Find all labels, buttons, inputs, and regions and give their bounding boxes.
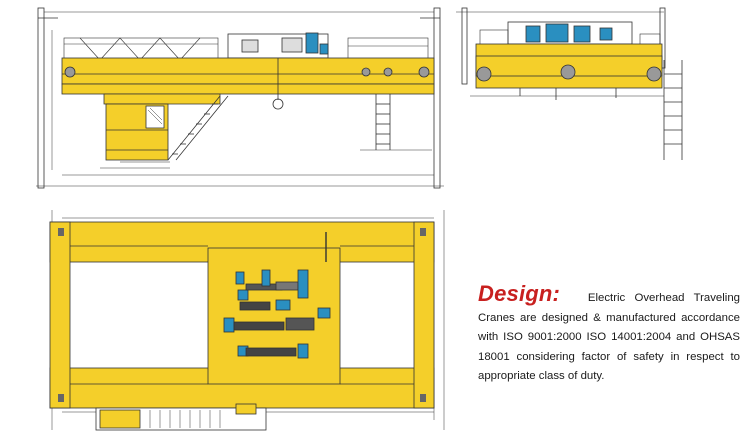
design-paragraph: Design: Electric Overhead Traveling Cran… bbox=[478, 281, 740, 387]
design-heading: Design: bbox=[478, 281, 561, 306]
front-elevation-view bbox=[36, 7, 444, 189]
side-elevation-view bbox=[456, 7, 683, 160]
design-description: Design: Electric Overhead Traveling Cran… bbox=[478, 281, 740, 387]
plan-view bbox=[49, 210, 445, 431]
design-text-line1: Electric Overhead Traveling bbox=[587, 292, 740, 304]
design-text-rest: Cranes are designed & manufactured accor… bbox=[478, 311, 740, 383]
